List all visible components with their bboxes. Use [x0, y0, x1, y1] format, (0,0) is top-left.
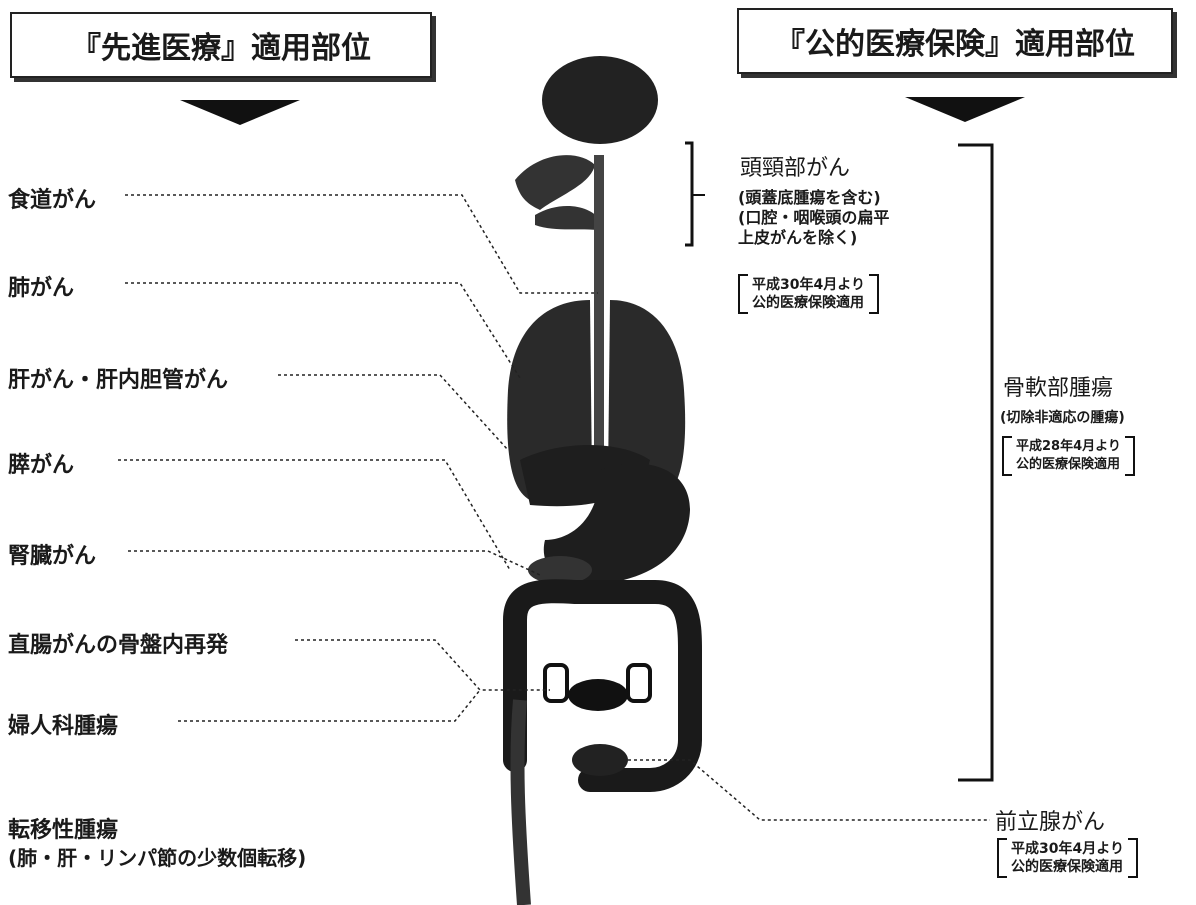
head-neck-sub1: (頭蓋底腫瘍を含む)	[738, 188, 881, 207]
header-left-text: 『先進医療』適用部位	[71, 31, 371, 66]
label-lung: 肺がん	[8, 276, 75, 301]
label-prostate: 前立腺がん	[995, 810, 1106, 835]
label-metastatic: 転移性腫瘍	[8, 818, 119, 843]
colon	[503, 579, 702, 792]
label-kidney: 腎臓がん	[8, 544, 97, 569]
label-bone: 骨軟部腫瘍	[1003, 376, 1114, 401]
prostate-note: 平成30年4月より 公的医療保険適用	[997, 838, 1138, 878]
header-advanced-medical: 『先進医療』適用部位	[10, 12, 432, 78]
head-neck-note: 平成30年4月より 公的医療保険適用	[738, 274, 879, 314]
spine	[510, 699, 531, 905]
label-metastatic-sub: (肺・肝・リンパ節の少数個転移)	[8, 846, 307, 870]
prostate-note-line2: 公的医療保険適用	[1011, 859, 1123, 875]
bone-bracket	[958, 143, 994, 782]
head-neck-sub3: 上皮がんを除く)	[738, 228, 858, 247]
pancreas	[528, 556, 592, 584]
header-public-insurance: 『公的医療保険』適用部位	[737, 8, 1173, 74]
esophagus	[594, 155, 604, 455]
head-neck-note-line2: 公的医療保険適用	[752, 295, 864, 311]
left-down-arrow	[180, 100, 300, 125]
bone-sub: (切除非適応の腫瘍)	[1000, 410, 1125, 426]
stomach	[543, 463, 690, 585]
bone-note-line2: 公的医療保険適用	[1016, 457, 1121, 472]
bone-note-line1: 平成28年4月より	[1016, 439, 1121, 454]
label-gynecologic: 婦人科腫瘍	[8, 714, 119, 739]
bone-note: 平成28年4月より 公的医療保険適用	[1002, 436, 1135, 476]
head-neck-note-line1: 平成30年4月より	[752, 277, 865, 293]
head-neck-bracket	[685, 141, 694, 247]
label-rectal: 直腸がんの骨盤内再発	[8, 633, 229, 658]
prostate	[572, 744, 628, 776]
head-neck	[515, 155, 595, 210]
leader-lines	[118, 194, 990, 821]
brain	[542, 56, 658, 144]
label-pancreas: 膵がん	[8, 453, 75, 478]
right-down-arrow	[905, 97, 1025, 122]
uterus	[568, 679, 628, 711]
label-liver: 肝がん・肝内胆管がん	[8, 368, 229, 393]
header-right-text: 『公的医療保険』適用部位	[775, 27, 1135, 62]
prostate-note-line1: 平成30年4月より	[1011, 841, 1124, 857]
label-head-neck: 頭頸部がん	[740, 156, 851, 181]
head-neck-sub2: (口腔・咽喉頭の扁平	[738, 208, 890, 227]
label-esophageal: 食道がん	[8, 188, 97, 213]
